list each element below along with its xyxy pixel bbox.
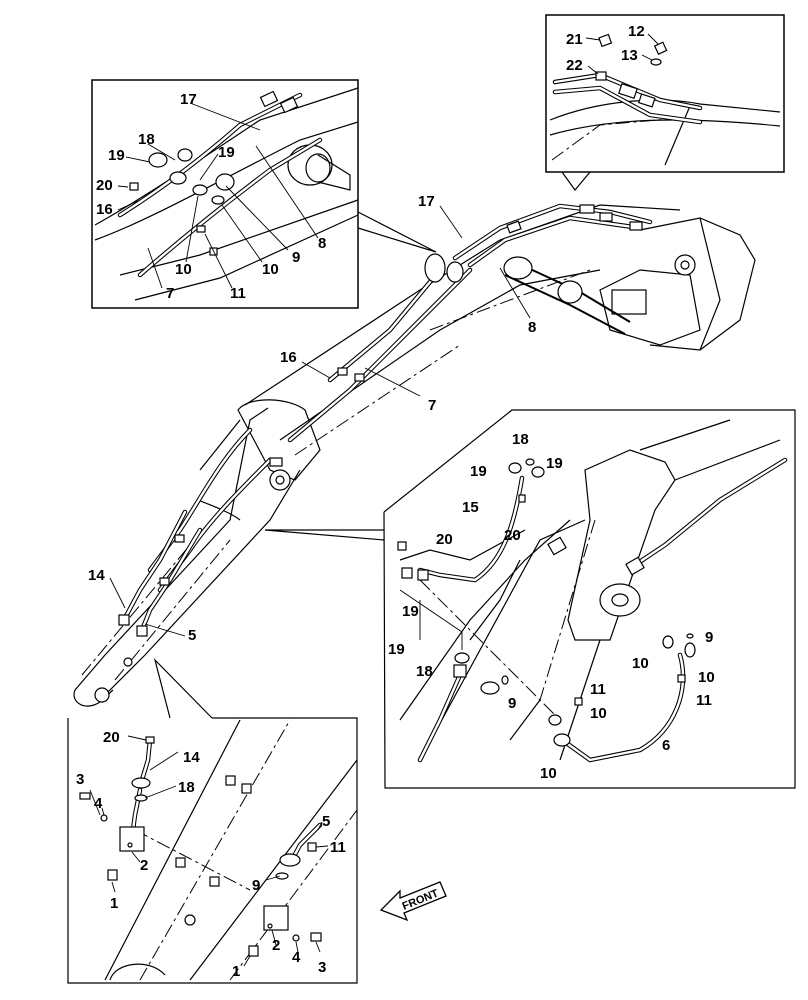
callout-label: 10 (262, 261, 279, 278)
callout-label: 5 (188, 627, 196, 644)
callout-label: 4 (292, 949, 301, 966)
callout-label: 18 (138, 131, 155, 148)
callout-label: 11 (696, 692, 712, 709)
callout-label: 18 (178, 779, 195, 796)
callout-label: 14 (88, 567, 105, 584)
callout-label: 5 (322, 813, 330, 830)
callout-label: 8 (528, 319, 536, 336)
front-direction-arrow: FRONT (379, 881, 447, 922)
callout-label: 10 (698, 669, 715, 686)
callout-label: 14 (183, 749, 200, 766)
callout-label: 17 (418, 193, 435, 210)
callout-label: 11 (230, 285, 246, 302)
callout-label: 19 (388, 641, 405, 658)
boom-side-line (551, 117, 681, 161)
callout-label: 9 (292, 249, 300, 266)
o-ring-13 (641, 54, 662, 66)
callout-label: 8 (318, 235, 326, 252)
callout-label: 12 (628, 23, 645, 40)
front-arrow-icon (379, 881, 447, 922)
callout-label: 10 (175, 261, 192, 278)
top-right-inset-pointer (561, 171, 591, 191)
callout-label: 6 (662, 737, 670, 754)
callout-label: 11 (330, 839, 346, 856)
callout-label: 10 (540, 765, 557, 782)
callout-label: 19 (402, 603, 419, 620)
callout-label: 13 (621, 47, 638, 64)
lower-left-inset: 20 14 3 4 18 2 1 5 11 9 2 1 4 3 (67, 657, 358, 984)
callout-label: 19 (470, 463, 487, 480)
callout-label: 16 (280, 349, 297, 366)
callout-label: 9 (508, 695, 516, 712)
callout-label: 20 (504, 527, 521, 544)
callout-label: 7 (166, 285, 174, 302)
callout-label: 1 (232, 963, 240, 980)
callout-label: 11 (590, 681, 606, 698)
callout-label: 4 (94, 795, 103, 812)
callout-label: 2 (140, 857, 148, 874)
callout-label: 10 (632, 655, 649, 672)
callout-label: 9 (705, 629, 713, 646)
callout-label: 19 (546, 455, 563, 472)
callout-label: 9 (252, 877, 260, 894)
right-inset: 18 19 19 15 20 20 19 19 18 9 9 10 10 11 … (264, 409, 796, 789)
callout-label: 18 (416, 663, 433, 680)
callout-label: 20 (436, 531, 453, 548)
boom-top-edge (549, 99, 781, 121)
callout-label: 15 (462, 499, 479, 516)
callout-label: 22 (566, 57, 583, 74)
callout-label: 1 (110, 895, 118, 912)
callout-label: 10 (590, 705, 607, 722)
callout-label: 20 (96, 177, 113, 194)
lower-left-inset-pointer (153, 657, 213, 719)
callout-label: 3 (318, 959, 326, 976)
callout-label: 20 (103, 729, 120, 746)
boom-rib (664, 105, 691, 166)
callout-label: 2 (272, 937, 280, 954)
callout-label: 18 (512, 431, 529, 448)
top-right-inset: 21 12 13 22 (545, 14, 785, 191)
upper-left-inset-pointer (357, 211, 437, 253)
callout-label: 17 (180, 91, 197, 108)
callout-label: 16 (96, 201, 113, 218)
callout-label: 19 (108, 147, 125, 164)
fitting-21 (585, 33, 613, 48)
upper-left-inset-frame (91, 79, 359, 309)
callout-label: 19 (218, 144, 235, 161)
callout-label: 21 (566, 31, 583, 48)
callout-label: 3 (76, 771, 84, 788)
fitting-12 (647, 33, 668, 56)
callout-label: 7 (428, 397, 436, 414)
right-inset-pointer (264, 529, 385, 541)
upper-left-inset: 17 18 19 19 20 16 10 10 9 8 7 11 (91, 79, 437, 309)
top-right-inset-frame (545, 14, 785, 173)
boom-assembly: 17 8 16 7 14 5 (73, 193, 756, 707)
